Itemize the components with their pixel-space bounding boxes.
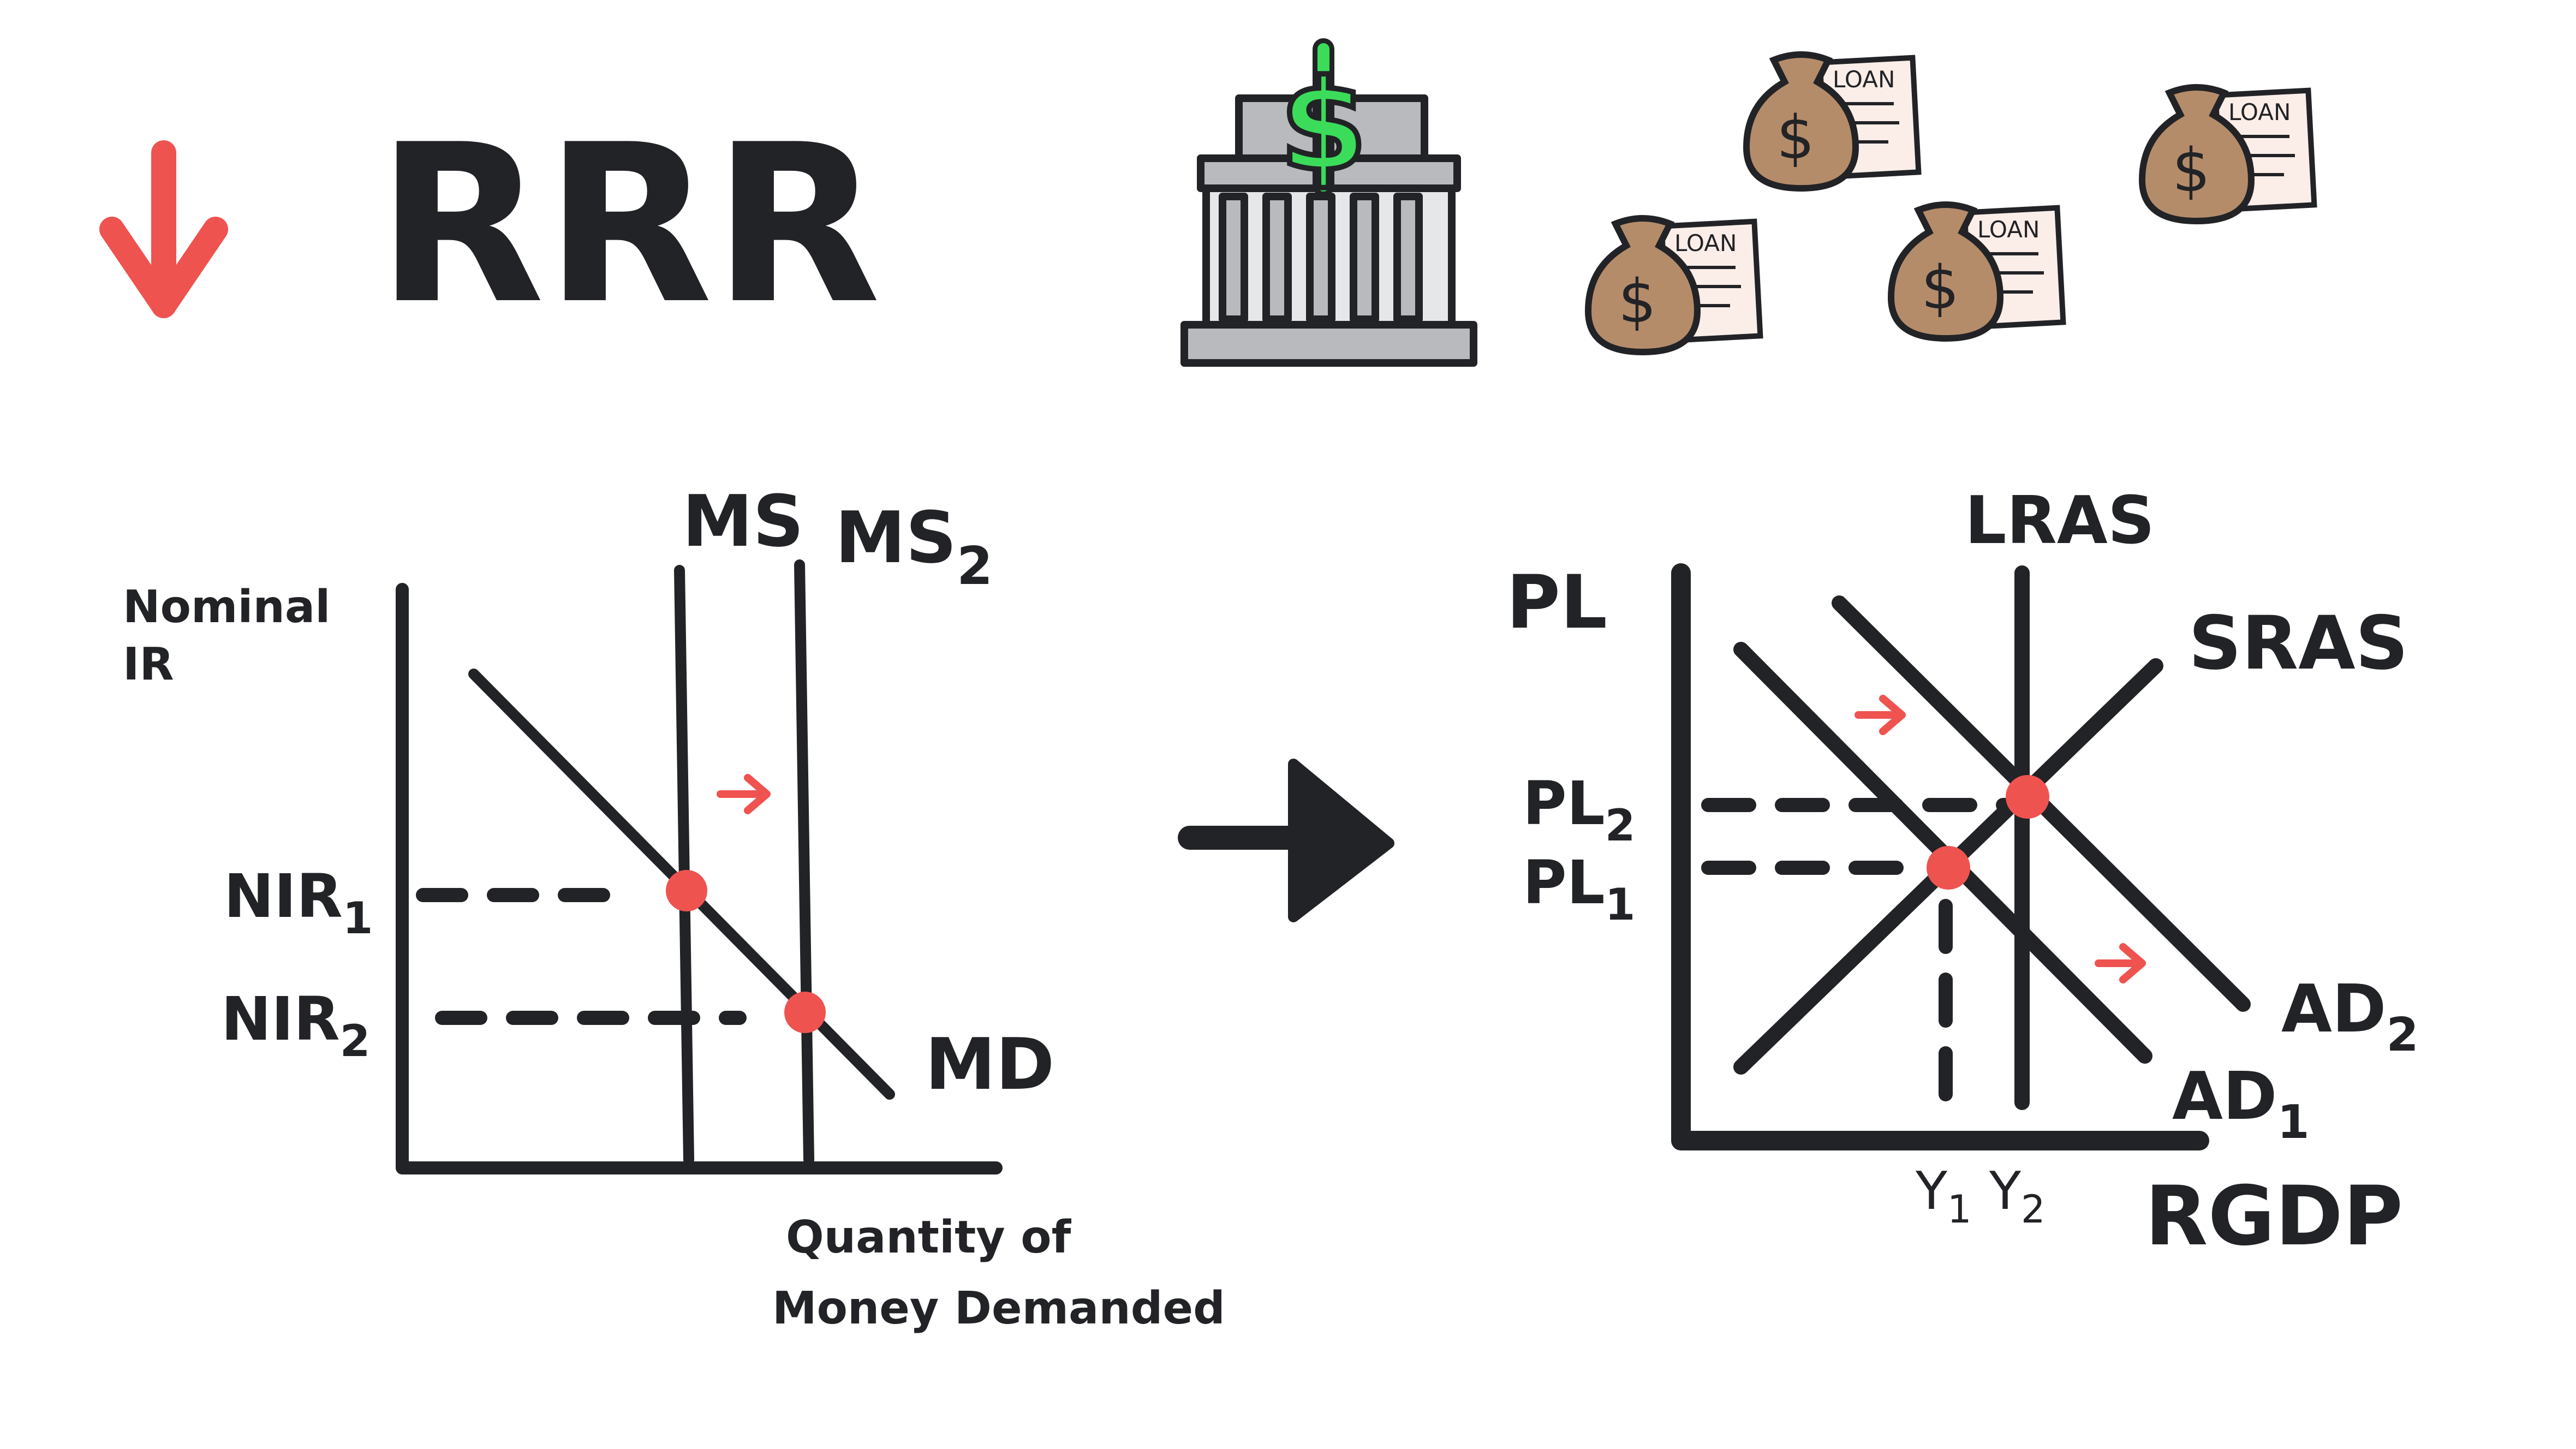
right-arrow-icon bbox=[1178, 759, 1394, 922]
ad1-label: AD1 bbox=[2172, 1059, 2310, 1149]
bag-dollar-symbol: $ bbox=[1921, 253, 1959, 323]
bag-dollar-symbol: $ bbox=[1618, 266, 1656, 336]
x-axis-label: RGDP bbox=[2145, 1169, 2403, 1264]
money-bag-loan-icon: LOAN $ bbox=[1584, 215, 1763, 356]
equilibrium-point-2 bbox=[2006, 775, 2049, 819]
shift-right-arrow-icon bbox=[2095, 943, 2146, 983]
ms2-label-subscript: 2 bbox=[957, 536, 993, 597]
ad2-label-subscript: 2 bbox=[2386, 1008, 2418, 1062]
bank-dollar-symbol: $ bbox=[1280, 53, 1367, 199]
shift-right-arrow-icon bbox=[1855, 695, 1906, 735]
pl1-label-main: PL bbox=[1523, 848, 1605, 917]
ms2-label: MS2 bbox=[835, 496, 993, 597]
x-axis-label-line2: Money Demanded bbox=[772, 1283, 1225, 1334]
y-axis-label-line2: IR bbox=[123, 639, 174, 690]
pl2-label-main: PL bbox=[1523, 768, 1605, 838]
down-arrow-icon bbox=[99, 140, 228, 318]
shift-right-arrow-icon bbox=[717, 774, 771, 814]
ms2-curve bbox=[794, 559, 814, 1165]
x-axis-label: Quantity of Money Demanded bbox=[772, 1212, 1225, 1334]
loan-label: LOAN bbox=[2228, 99, 2291, 126]
nir2-label-subscript: 2 bbox=[340, 1016, 371, 1066]
lras-label: LRAS bbox=[1965, 483, 2155, 559]
nir1-label: NIR1 bbox=[224, 861, 373, 944]
y1-label: Y1 bbox=[1915, 1161, 1972, 1232]
pl2-label: PL2 bbox=[1523, 768, 1635, 851]
pl2-label-subscript: 2 bbox=[1605, 800, 1636, 851]
money-market-axes bbox=[396, 583, 1003, 1174]
y2-label-subscript: 2 bbox=[2021, 1187, 2046, 1232]
ad1-label-main: AD bbox=[2172, 1059, 2277, 1135]
sras-label: SRAS bbox=[2189, 600, 2408, 686]
equilibrium-point-2 bbox=[784, 992, 826, 1033]
equilibrium-point-1 bbox=[1927, 846, 1970, 890]
nir1-label-main: NIR bbox=[224, 861, 343, 931]
pl1-label-subscript: 1 bbox=[1605, 879, 1636, 930]
money-bag-loan-icon: LOAN $ bbox=[1743, 51, 1922, 192]
ad-as-axes bbox=[1671, 563, 2209, 1150]
loan-label: LOAN bbox=[1674, 230, 1737, 257]
loan-label: LOAN bbox=[1977, 216, 2040, 243]
nir2-label-main: NIR bbox=[221, 984, 340, 1054]
y2-label-main: Y bbox=[1989, 1161, 2022, 1221]
ad-as-graph: PL RGDP LRAS SRAS AD1 AD2 PL2 PL1 Y1 Y2 bbox=[1506, 483, 2419, 1264]
nir2-label: NIR2 bbox=[221, 984, 370, 1066]
loan-label: LOAN bbox=[1833, 66, 1895, 93]
x-axis-label-line1: Quantity of bbox=[786, 1212, 1072, 1263]
page-title: RRR bbox=[377, 98, 881, 352]
nir1-label-subscript: 1 bbox=[343, 893, 373, 944]
y1-label-subscript: 1 bbox=[1947, 1187, 1972, 1232]
ms1-curve bbox=[674, 565, 694, 1165]
money-bag-loan-icon: LOAN $ bbox=[2138, 84, 2317, 225]
y1-label-main: Y bbox=[1915, 1161, 1948, 1221]
ms1-label: MS bbox=[682, 480, 804, 563]
y2-label: Y2 bbox=[1989, 1161, 2046, 1232]
equilibrium-point-1 bbox=[666, 870, 707, 911]
y-axis-label-line1: Nominal bbox=[123, 581, 330, 633]
bag-dollar-symbol: $ bbox=[2172, 135, 2210, 205]
md-label: MD bbox=[925, 1023, 1054, 1106]
y-axis-label: PL bbox=[1506, 559, 1607, 645]
money-bag-loan-icon: LOAN $ bbox=[1887, 201, 2066, 342]
dollar-sign-icon: $ bbox=[1277, 38, 1370, 202]
bag-dollar-symbol: $ bbox=[1776, 103, 1815, 172]
pl1-label: PL1 bbox=[1523, 848, 1635, 930]
ad2-label-main: AD bbox=[2281, 971, 2386, 1047]
ms2-label-main: MS bbox=[835, 496, 957, 579]
ad2-label: AD2 bbox=[2281, 971, 2419, 1062]
ad1-label-subscript: 1 bbox=[2277, 1095, 2309, 1149]
